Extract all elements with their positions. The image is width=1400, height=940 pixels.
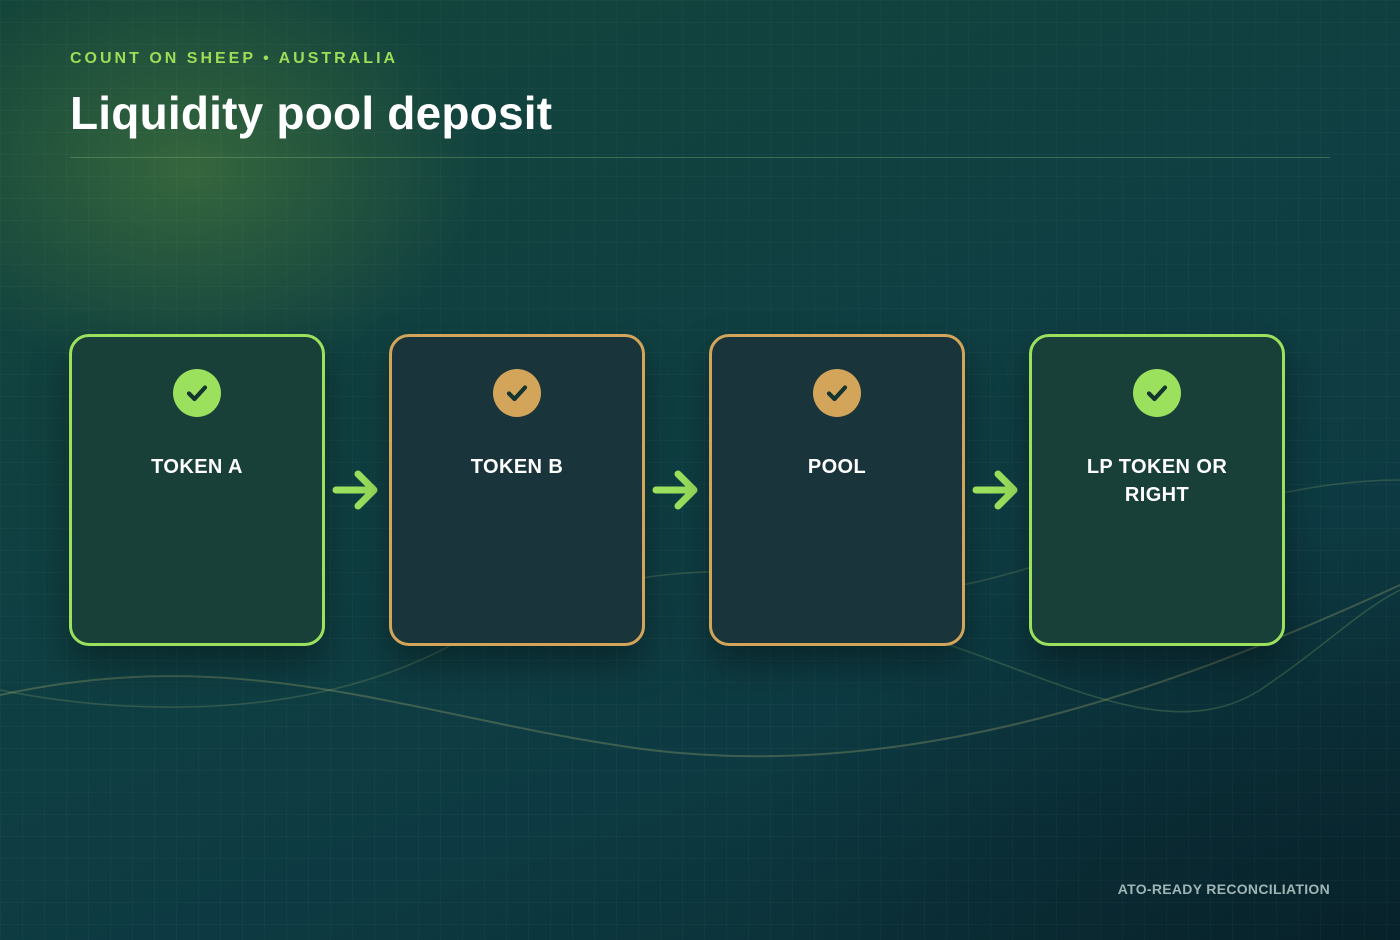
page-title: Liquidity pool deposit	[70, 87, 553, 139]
check-circle-icon	[813, 369, 861, 417]
footer-tagline: ATO-READY RECONCILIATION	[1117, 881, 1330, 897]
header-divider	[70, 157, 1330, 158]
step-card-pool: POOL	[709, 334, 965, 646]
step-card-token-b: TOKEN B	[389, 334, 645, 646]
step-card-token-a: TOKEN A	[69, 334, 325, 646]
brand-eyebrow: COUNT ON SHEEP • AUSTRALIA	[70, 50, 399, 67]
check-circle-icon	[173, 369, 221, 417]
check-circle-icon	[1133, 369, 1181, 417]
arrow-right-icon	[972, 470, 1018, 510]
step-label: TOKEN A	[151, 456, 243, 478]
step-label: LP TOKEN OR RIGHT	[1086, 456, 1228, 506]
arrow-right-icon	[652, 470, 698, 510]
step-label: TOKEN B	[470, 456, 564, 478]
step-label: POOL	[807, 456, 867, 478]
check-circle-icon	[493, 369, 541, 417]
arrow-right-icon	[332, 470, 378, 510]
step-card-lp-token: LP TOKEN OR RIGHT	[1029, 334, 1285, 646]
